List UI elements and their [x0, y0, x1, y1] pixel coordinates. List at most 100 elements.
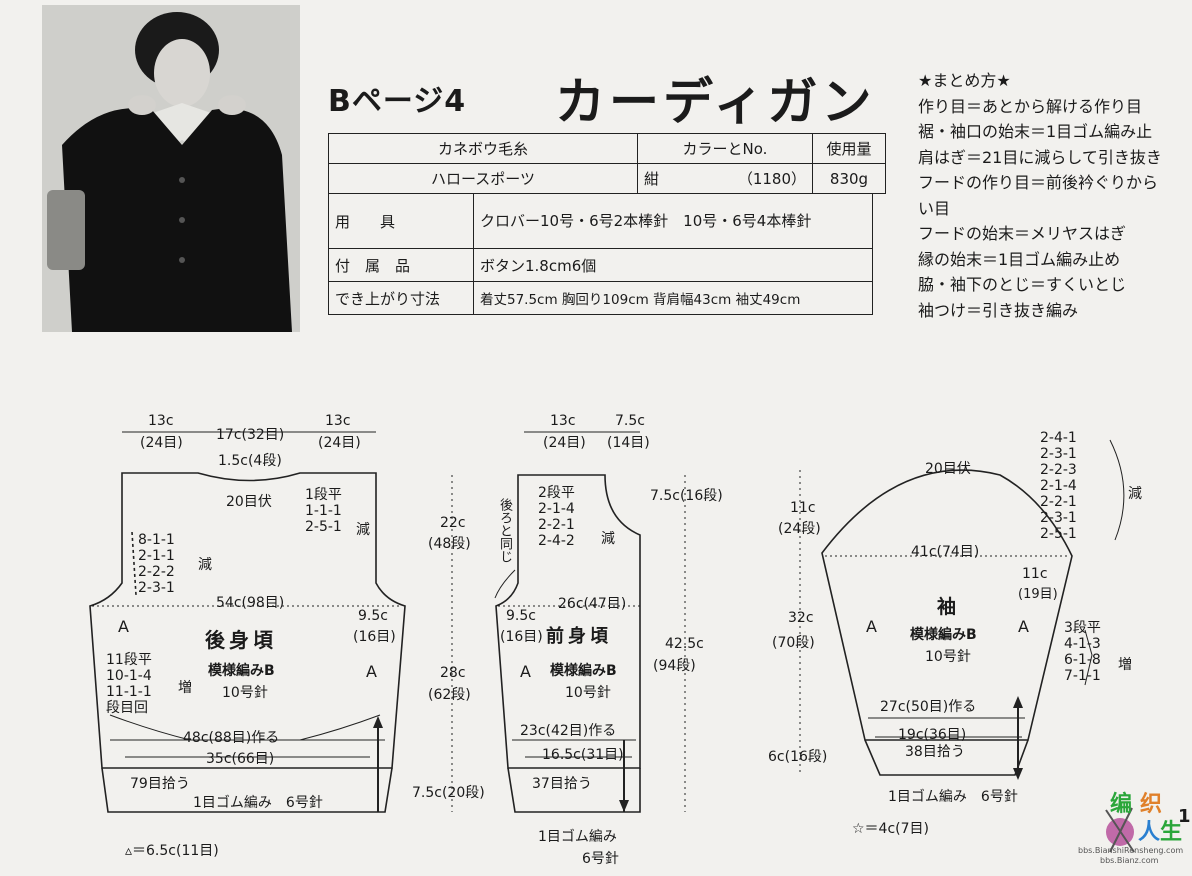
front-armhole-w-st: (16目) — [500, 629, 543, 645]
logo-char: 人 — [1138, 820, 1161, 845]
back-side-inc: 11段平 10-1-4 11-1-1 段目回 — [106, 652, 152, 716]
sleeve-width: 41c(74目) — [911, 544, 980, 560]
sleeve-area-a-left: A — [866, 617, 877, 636]
inc-step: 7-1-1 — [1064, 668, 1101, 684]
dec-step: 2-3-1 — [1040, 446, 1077, 462]
dec-step: 2-3-1 — [138, 580, 175, 596]
sleeve-length: 32c — [788, 610, 814, 626]
back-top-right-st: (24目) — [318, 435, 361, 451]
dec-step: 1段平 — [305, 487, 342, 503]
back-upper-rows: (48段) — [428, 536, 471, 552]
sleeve-length-rows: (70段) — [772, 635, 815, 651]
star-note: ☆＝4c(7目) — [852, 821, 929, 837]
back-lower-rows: (62段) — [428, 687, 471, 703]
notes-line: フードの始末＝メリヤスはぎ — [918, 224, 1127, 243]
notes-line: 脇・袖下のとじ＝すくいとじ — [918, 275, 1127, 294]
back-neck-depth: 1.5c(4段) — [218, 453, 282, 469]
inc-step: 3段平 — [1064, 620, 1101, 636]
front-neck-dec: 2段平 2-1-4 2-2-1 2-4-2 — [538, 485, 575, 549]
back-rib-height: 7.5c(20段) — [412, 785, 485, 801]
inc-step: 11段平 — [106, 652, 152, 668]
back-lower-height: 28c — [440, 665, 466, 681]
dec-step: 2-1-4 — [1040, 478, 1077, 494]
sleeve-area-a-right: A — [1018, 617, 1029, 636]
spec-table: 用 具 クロバー10号・6号2本棒針 10号・6号4本棒針 付 属 品 ボタン1… — [328, 193, 873, 315]
triangle-note: ▵＝6.5c(11目) — [125, 843, 219, 859]
back-cast-on: 48c(88目)作る — [183, 730, 280, 746]
sleeve-side-inc: 3段平 4-1-3 6-1-8 7-1-1 — [1064, 620, 1101, 684]
watermark-logo: 编 织 人 生 bbs.BianshiRensheng.com bbs.Bian… — [1078, 780, 1192, 872]
back-needle: 10号針 — [222, 685, 268, 701]
sleeve-piece-name: 袖 — [937, 596, 961, 618]
notes-line: 肩はぎ＝21目に減らして引き抜き — [918, 147, 1162, 167]
notes-line: フードの作り目＝前後衿ぐりから — [918, 173, 1159, 192]
back-area-a-left: A — [118, 617, 129, 636]
color-cell: 紺 （1180） — [637, 163, 813, 194]
front-top-right: 7.5c — [615, 413, 645, 429]
inc-step: 6-1-8 — [1064, 652, 1101, 668]
back-pickup: 79目拾う — [130, 776, 190, 792]
header-yarn: カネボウ毛糸 — [328, 133, 638, 164]
front-rib-outline — [507, 767, 641, 813]
sleeve-cap-side-st: (19目) — [1018, 587, 1058, 602]
back-area-a-right: A — [366, 662, 377, 681]
back-piece-name: 後身頃 — [205, 628, 277, 652]
page-number: 1 — [1178, 806, 1191, 827]
finishing-notes: ★まとめ方★ 作り目＝あとから解ける作り目 裾・袖口の始末＝1目ゴム編み止 肩は… — [918, 68, 1162, 323]
header-amount: 使用量 — [812, 133, 886, 164]
dec-step: 2-4-1 — [1040, 430, 1077, 446]
front-cast-on: 23c(42目)作る — [520, 723, 617, 739]
notes-line: い目 — [918, 198, 951, 218]
notes-line: 袖つけ＝引き抜き編み — [918, 300, 1079, 320]
dec-step: 2-3-1 — [1040, 510, 1077, 526]
back-dec-mark: 減 — [356, 522, 370, 538]
sleeve-pattern: 模様編みB — [910, 627, 977, 643]
sleeve-cap-height: 11c — [790, 500, 816, 516]
front-rib-2: 6号針 — [582, 851, 619, 867]
back-pattern: 模様編みB — [208, 663, 275, 679]
sleeve-bind-off: 20目伏 — [925, 461, 971, 477]
dec-step: 2段平 — [538, 485, 575, 501]
dec-step: 2-5-1 — [305, 519, 342, 535]
dec-step: 2-1-1 — [138, 548, 175, 564]
front-dec-mark: 減 — [601, 531, 615, 547]
back-body-outline — [89, 472, 406, 769]
back-armhole-dec-mark: 減 — [198, 557, 212, 573]
back-shoulder-dec: 1段平 1-1-1 2-5-1 — [305, 487, 342, 535]
spec-label-size: でき上がり寸法 — [328, 281, 474, 315]
notes-line: 裾・袖口の始末＝1目ゴム編み止 — [918, 122, 1153, 141]
sleeve-pickup: 38目拾う — [905, 744, 965, 760]
front-top-right-st: (14目) — [607, 435, 650, 451]
back-width: 54c(98目) — [216, 595, 285, 611]
sleeve-rib: 1目ゴム編み 6号針 — [888, 789, 1018, 805]
sleeve-cap-side: 11c — [1022, 566, 1048, 582]
dec-step: 2-2-3 — [1040, 462, 1077, 478]
page-title: カーディガン — [555, 73, 876, 131]
spec-value-tools: クロバー10号・6号2本棒針 10号・6号4本棒針 — [473, 193, 873, 249]
front-top-left-st: (24目) — [543, 435, 586, 451]
front-neck-height: 7.5c(16段) — [650, 488, 723, 504]
front-area-a: A — [520, 662, 531, 681]
front-piece-name: 前身頃 — [546, 626, 612, 647]
front-body-height: 42.5c — [665, 636, 704, 652]
sleeve-outline — [821, 469, 1073, 741]
back-armhole-w: 9.5c — [358, 608, 388, 624]
spec-label-accessories: 付 属 品 — [328, 248, 474, 282]
dec-step: 2-2-1 — [538, 517, 575, 533]
back-hem-width: 35c(66目) — [206, 751, 275, 767]
sleeve-cuff-width: 19c(36目) — [898, 727, 967, 743]
back-rib-outline — [101, 767, 393, 813]
page-reference: Bページ4 — [328, 84, 467, 119]
color-name: 紺 — [644, 170, 660, 188]
front-armhole-w: 9.5c — [506, 608, 536, 624]
spec-label-tools: 用 具 — [328, 193, 474, 249]
dec-step: 8-1-1 — [138, 532, 175, 548]
back-top-left-st: (24目) — [140, 435, 183, 451]
front-pattern: 模様編みB — [550, 663, 617, 679]
inc-step: 10-1-4 — [106, 668, 152, 684]
front-hem-width: 16.5c(31目) — [542, 747, 624, 763]
notes-line: 縁の始末＝1目ゴム編み止め — [918, 249, 1121, 269]
watermark-url-2: bbs.Bianz.com — [1100, 856, 1159, 865]
back-armhole-w-st: (16目) — [353, 629, 396, 645]
